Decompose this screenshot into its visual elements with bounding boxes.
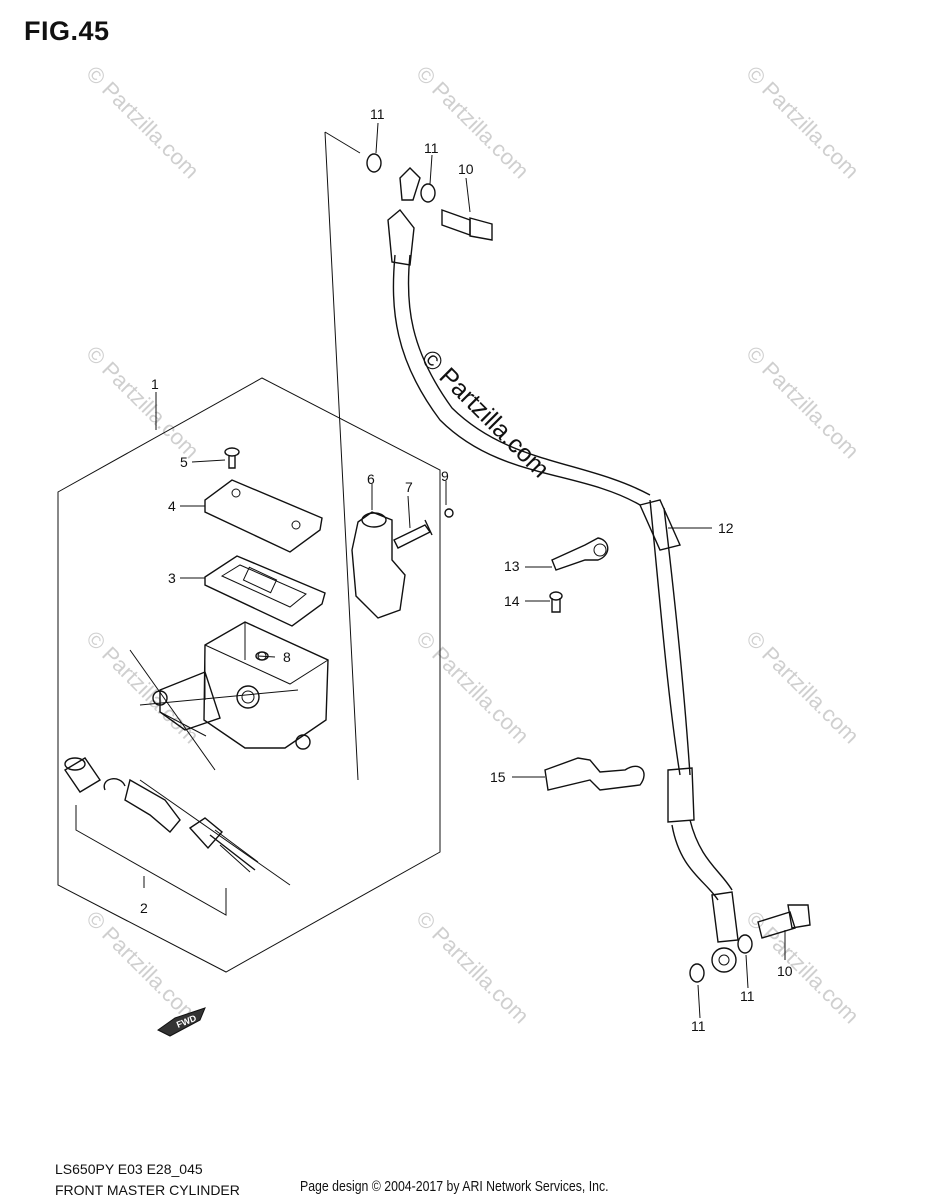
callout-label: 12 [718, 520, 734, 536]
figure-title: FIG.45 [24, 16, 110, 46]
washer-part [420, 183, 436, 203]
callout-label: 7 [405, 479, 413, 495]
master-cylinder-body [129, 621, 329, 771]
guide-line [324, 131, 361, 781]
watermark: © Partzilla.com [741, 626, 864, 749]
callout-label: 1 [151, 376, 159, 392]
clamp-bolt-part [549, 591, 563, 613]
callout-leaders [143, 122, 786, 1019]
watermark-center: © Partzilla.com [416, 344, 555, 483]
reservoir-cap-part [204, 479, 323, 553]
watermark-group: © Partzilla.com © Partzilla.com © Partzi… [81, 61, 864, 1029]
watermark: © Partzilla.com [741, 341, 864, 464]
callout-label: 8 [283, 649, 291, 665]
piston-kit-part [64, 757, 291, 916]
callout-label: 10 [777, 963, 793, 979]
watermark: © Partzilla.com [411, 906, 534, 1029]
washer-part [689, 963, 705, 983]
callout-label: 11 [370, 106, 385, 122]
callout-label: 4 [168, 498, 176, 514]
lever-holder-part [351, 511, 433, 619]
screw-part [224, 447, 240, 469]
callout-label: 9 [441, 468, 449, 484]
callout-label: 5 [180, 454, 188, 470]
banjo-bolt-part [441, 209, 811, 939]
nut-part [444, 508, 454, 518]
watermark: © Partzilla.com [741, 61, 864, 184]
callout-label: 3 [168, 570, 176, 586]
callout-label: 15 [490, 769, 506, 785]
brake-hose-part [387, 167, 739, 973]
callout-label: 11 [691, 1018, 706, 1034]
watermark: © Partzilla.com [81, 906, 204, 1029]
hose-clamp-part [551, 537, 609, 571]
diaphragm-part [204, 555, 326, 627]
watermark: © Partzilla.com [81, 61, 204, 184]
callout-label: 10 [458, 161, 474, 177]
callout-label: 11 [424, 140, 439, 156]
small-bolt-part [255, 651, 269, 661]
copyright-notice: Page design © 2004-2017 by ARI Network S… [300, 1178, 609, 1195]
assembly-name: FRONT MASTER CYLINDER [55, 1182, 240, 1198]
assembly-outline [57, 377, 441, 973]
callout-label: 13 [504, 558, 520, 574]
model-code: LS650PY E03 E28_045 [55, 1161, 203, 1177]
washer-part [737, 934, 753, 954]
watermark: © Partzilla.com [741, 906, 864, 1029]
callout-label: 2 [140, 900, 148, 916]
callout-label: 11 [740, 988, 755, 1004]
washer-part [366, 153, 382, 173]
callout-label: 14 [504, 593, 520, 609]
hose-bracket-part [544, 757, 645, 791]
watermark: © Partzilla.com [411, 626, 534, 749]
callout-label: 6 [367, 471, 375, 487]
